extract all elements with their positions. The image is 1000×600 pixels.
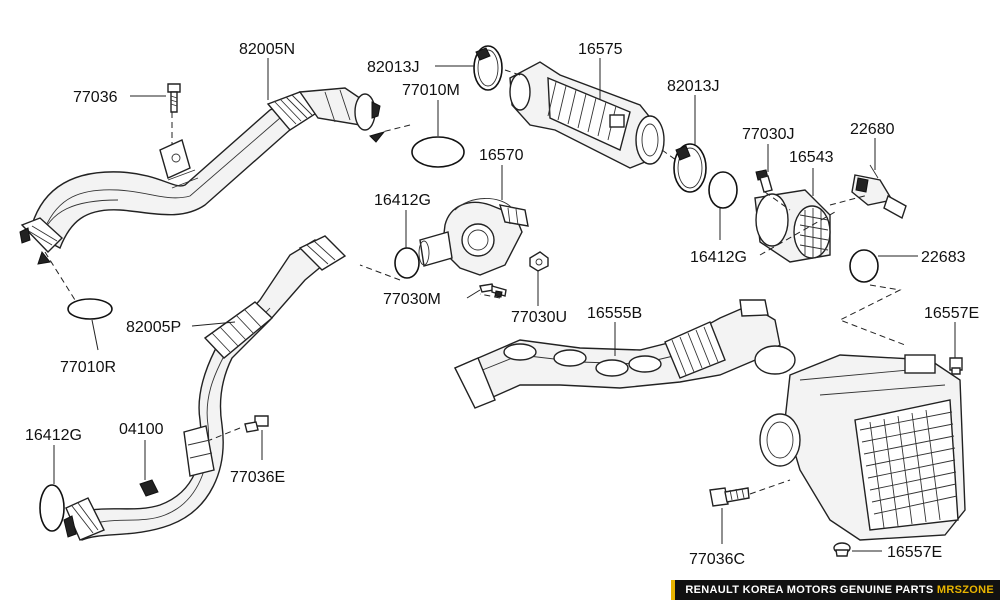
grommet-16557E-top (949, 357, 963, 375)
o-ring-22683 (849, 249, 879, 283)
label-16557E-bottom: 16557E (887, 544, 942, 561)
lower-intake-hose-82005P (63, 235, 347, 541)
label-77010R: 77010R (60, 359, 116, 376)
o-ring-16412G-right (708, 171, 738, 209)
label-16570: 16570 (479, 147, 524, 164)
label-16555B: 16555B (587, 305, 642, 322)
o-ring-16412G-mid (394, 247, 420, 279)
label-77030M: 77030M (383, 291, 441, 308)
arrow-head-77010R (37, 250, 51, 265)
label-77036-top: 77036 (73, 89, 118, 106)
intake-duct-16555B (454, 299, 796, 409)
label-77036E: 77036E (230, 469, 285, 486)
label-82005N: 82005N (239, 41, 295, 58)
throttle-body-16570 (418, 198, 529, 276)
label-82013J-left: 82013J (367, 59, 420, 76)
leader-lines (53, 58, 956, 552)
sensor-22680 (851, 164, 907, 220)
label-22683: 22683 (921, 249, 966, 266)
label-16412G-right: 16412G (690, 249, 747, 266)
o-ring-77010M (411, 136, 465, 168)
bolt-77030J (755, 169, 773, 193)
arrow-head-77010M (369, 131, 386, 143)
label-77030J: 77030J (742, 126, 795, 143)
bolt-77036E (244, 415, 269, 433)
assembly-lines (44, 69, 906, 495)
air-duct-16575 (509, 61, 665, 169)
label-16557E-top: 16557E (924, 305, 979, 322)
label-16412G-left: 16412G (25, 427, 82, 444)
label-16575: 16575 (578, 41, 623, 58)
nut-77030U (529, 251, 549, 272)
o-ring-77010R (67, 298, 113, 320)
bolt-77036C (709, 487, 750, 507)
label-22680: 22680 (850, 121, 895, 138)
bolt-77036-top (167, 83, 181, 113)
watermark-banner: RENAULT KOREA MOTORS GENUINE PARTS MRSZO… (671, 580, 1000, 600)
watermark-main-text: RENAULT KOREA MOTORS GENUINE PARTS (685, 584, 934, 596)
label-82013J-right: 82013J (667, 78, 720, 95)
clamp-82013J-right (673, 143, 707, 193)
mass-air-flow-sensor-housing-16543 (754, 189, 831, 263)
label-77010M: 77010M (402, 82, 460, 99)
label-16412G-mid: 16412G (374, 192, 431, 209)
label-04100: 04100 (119, 421, 164, 438)
clamp-82013J-left (473, 45, 503, 91)
label-77036C: 77036C (689, 551, 745, 568)
watermark-brand-text: MRSZONE (936, 584, 994, 596)
air-box-assembly (759, 354, 966, 541)
o-ring-16412G-left (39, 484, 65, 532)
bolt-77030M (479, 283, 507, 298)
label-16543: 16543 (789, 149, 834, 166)
label-82005P: 82005P (126, 319, 181, 336)
upper-intake-hose-82005N (19, 87, 381, 253)
grommet-16557E-bottom (833, 542, 851, 557)
label-77030U: 77030U (511, 309, 567, 326)
